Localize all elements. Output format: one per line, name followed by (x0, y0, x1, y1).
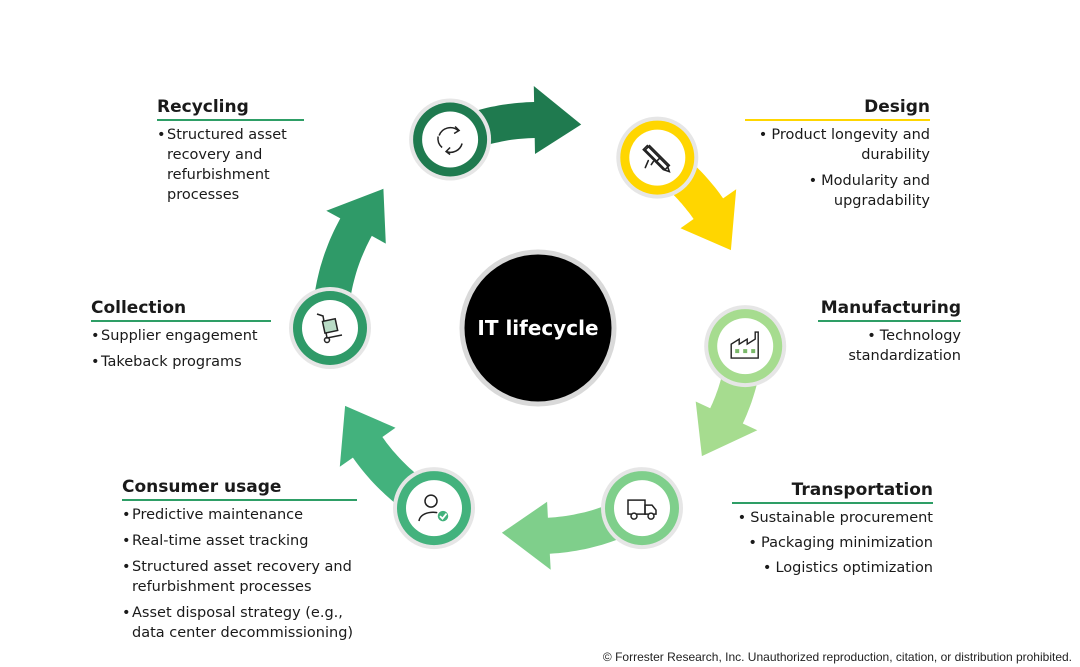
center-circle (459, 249, 617, 407)
bullet-item: •Sustainable procurement (737, 510, 933, 526)
stage-title-transportation: Transportation (732, 480, 933, 504)
label-transportation: Transportation •Sustainable procurement … (732, 480, 933, 584)
bullet-item: Structured asset recovery and refurbishm… (157, 125, 304, 205)
stage-title-collection: Collection (91, 298, 271, 322)
bullet-item: •Packaging minimization (748, 535, 933, 551)
bullet-item: •Product longevity and durability (758, 127, 930, 163)
stage-node-recycling (409, 98, 492, 181)
label-collection: Collection Supplier engagement Takeback … (91, 298, 271, 378)
bullet-item: Takeback programs (91, 352, 271, 372)
bullet-item: •Technology standardization (848, 328, 961, 364)
stage-nodes (289, 98, 787, 550)
stage-node-collection (289, 287, 371, 369)
stage-title-recycling: Recycling (157, 97, 304, 121)
factory-icon (730, 331, 759, 359)
stage-title-consumer-usage: Consumer usage (122, 477, 357, 501)
label-design: Design •Product longevity and durability… (745, 97, 930, 217)
recycle-icon (437, 125, 463, 156)
label-consumer-usage: Consumer usage Predictive maintenance Re… (122, 477, 357, 649)
bullet-item: •Logistics optimization (762, 560, 933, 576)
pencil-ruler-icon (642, 144, 671, 173)
label-recycling: Recycling Structured asset recovery and … (157, 97, 304, 211)
stage-node-design (616, 116, 699, 199)
user-check-icon (418, 494, 450, 523)
bullet-item: Supplier engagement (91, 326, 271, 346)
copyright-footer: © Forrester Research, Inc. Unauthorized … (602, 650, 1072, 664)
stage-node-transportation (601, 467, 683, 550)
stage-title-design: Design (745, 97, 930, 121)
stage-node-consumer (393, 467, 475, 550)
bullet-item: Real-time asset tracking (122, 531, 357, 551)
stage-title-manufacturing: Manufacturing (818, 298, 961, 322)
hand-truck-icon (316, 313, 343, 344)
center-title: IT lifecycle (477, 316, 599, 340)
truck-icon (627, 499, 657, 520)
bullet-item: Asset disposal strategy (e.g., data cent… (122, 603, 357, 643)
bullet-item: Predictive maintenance (122, 505, 357, 525)
bullet-item: •Modularity and upgradability (808, 173, 930, 209)
bullet-item: Structured asset recovery and refurbishm… (122, 557, 357, 597)
label-manufacturing: Manufacturing •Technology standardizatio… (818, 298, 961, 372)
stage-node-manufacturing (704, 305, 787, 388)
